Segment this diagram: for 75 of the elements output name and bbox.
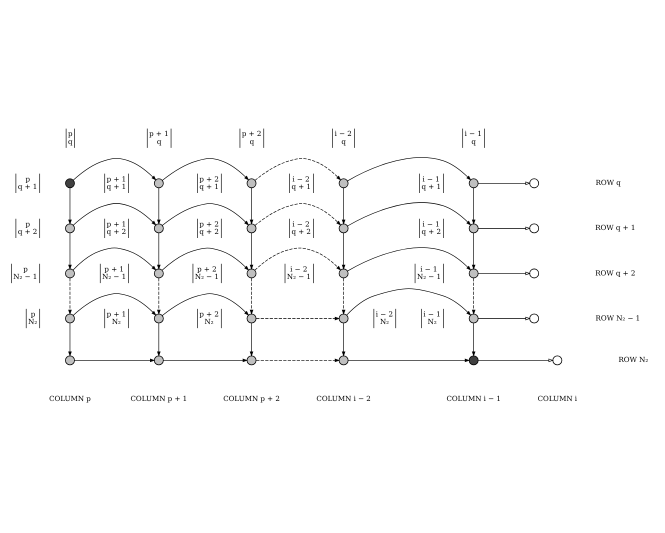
- node-circle: [246, 222, 256, 233]
- node-circle: [246, 178, 256, 188]
- node-circle: [468, 222, 479, 233]
- arrow: [478, 226, 531, 230]
- arrow: [478, 316, 531, 320]
- arrow: [162, 158, 250, 180]
- node-circle: [468, 178, 479, 188]
- arrow: [347, 202, 472, 226]
- node-circle: [246, 313, 256, 323]
- arrow: [348, 358, 470, 362]
- node-circle: [468, 313, 479, 323]
- arrow: [162, 292, 250, 316]
- arrow: [346, 288, 472, 316]
- arrow: [250, 232, 254, 270]
- arrow: [256, 358, 340, 362]
- node-circle: [154, 222, 164, 233]
- arrow: [73, 157, 156, 180]
- arrow: [342, 277, 346, 314]
- node-circle: [154, 354, 164, 365]
- node-circle: [338, 354, 348, 365]
- node-circle: [65, 222, 75, 233]
- node-circle: [65, 354, 75, 365]
- arrow: [157, 232, 161, 270]
- arrow: [254, 247, 342, 270]
- arrow: [342, 322, 346, 356]
- arrow: [472, 277, 476, 314]
- node-circle: [529, 313, 540, 323]
- node-circle: [246, 354, 256, 365]
- arrow: [68, 277, 72, 314]
- arrow: [157, 277, 161, 314]
- arrow: [254, 202, 342, 226]
- arrow: [163, 358, 248, 362]
- node-circle: [154, 268, 164, 278]
- arrow: [347, 156, 472, 181]
- arrow: [250, 277, 254, 314]
- arrow: [342, 232, 346, 270]
- arrow: [250, 187, 254, 224]
- arrow: [73, 202, 156, 226]
- arrow: [472, 322, 476, 356]
- arrow: [162, 202, 250, 226]
- node-circle: [338, 268, 348, 278]
- arrow: [478, 271, 531, 275]
- node-circle: [65, 268, 75, 278]
- arrow: [72, 247, 156, 270]
- node-circle: [529, 178, 540, 188]
- arrow: [68, 232, 72, 270]
- node-circle: [65, 313, 75, 323]
- arrow: [157, 322, 161, 356]
- arrow: [254, 158, 342, 180]
- node-circle: [154, 313, 164, 323]
- arrow: [162, 247, 250, 270]
- arrow: [347, 246, 472, 271]
- arrow: [68, 187, 72, 224]
- arrow: [478, 181, 531, 185]
- arrow: [472, 232, 476, 270]
- arrow: [256, 316, 340, 320]
- arrow: [250, 322, 254, 356]
- node-circle: [338, 313, 348, 323]
- arrow: [157, 187, 161, 224]
- arrow: [342, 187, 346, 224]
- node-circle: [468, 268, 479, 278]
- node-circle: [529, 268, 540, 278]
- node-circle: [338, 222, 348, 233]
- arrow: [478, 358, 554, 362]
- node-circle: [468, 354, 479, 365]
- node-circle: [529, 222, 540, 233]
- node-circle: [338, 178, 348, 188]
- node-circle: [246, 268, 256, 278]
- node-circle: [65, 178, 75, 188]
- arrow: [68, 322, 72, 356]
- node-circle: [552, 354, 562, 365]
- arrow: [74, 358, 156, 362]
- arrow: [73, 292, 156, 316]
- node-circle: [154, 178, 164, 188]
- arrow: [472, 187, 476, 224]
